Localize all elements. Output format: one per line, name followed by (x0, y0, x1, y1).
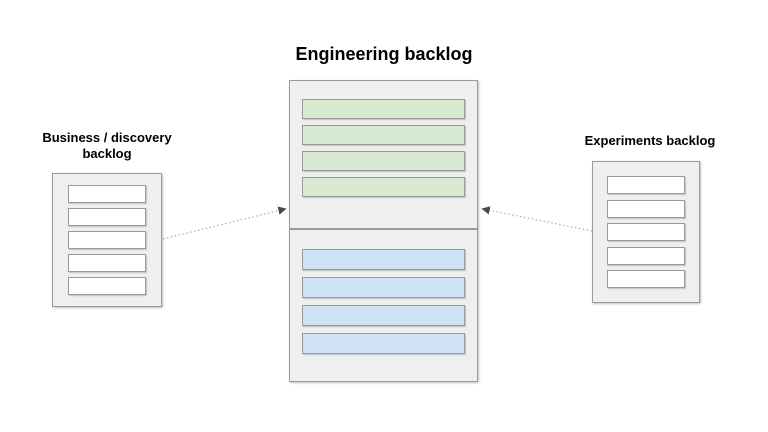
backlog-item-blank (607, 270, 685, 288)
backlog-item-blue (302, 277, 465, 298)
backlog-item-green (302, 177, 465, 197)
business-discovery-backlog-box (52, 173, 162, 307)
right-to-center-arrow (481, 206, 593, 232)
backlog-item-blue (302, 249, 465, 270)
backlog-item-blank (68, 185, 146, 203)
backlog-item-blank (607, 176, 685, 194)
backlog-item-blue (302, 333, 465, 354)
backlog-item-blank (68, 254, 146, 272)
backlog-item-green (302, 125, 465, 145)
backlog-item-blank (68, 231, 146, 249)
backlog-item-blank (607, 223, 685, 241)
backlog-item-green (302, 99, 465, 119)
backlog-item-blank (607, 246, 685, 265)
right-backlog-label: Experiments backlog (584, 133, 716, 148)
left-to-center-arrow (162, 206, 287, 240)
backlog-item-blank (68, 277, 146, 295)
engineering-backlog-top-section (290, 81, 477, 230)
backlog-item-blue (302, 305, 465, 326)
engineering-backlog-bottom-section (290, 230, 477, 381)
backlog-item-blank (607, 199, 685, 218)
left-backlog-label: Business / discovery backlog (42, 130, 172, 161)
page-title: Engineering backlog (295, 44, 473, 64)
engineering-backlog-box (289, 80, 478, 382)
experiments-backlog-box (592, 161, 700, 303)
backlog-item-green (302, 151, 465, 171)
backlog-item-blank (68, 208, 146, 226)
